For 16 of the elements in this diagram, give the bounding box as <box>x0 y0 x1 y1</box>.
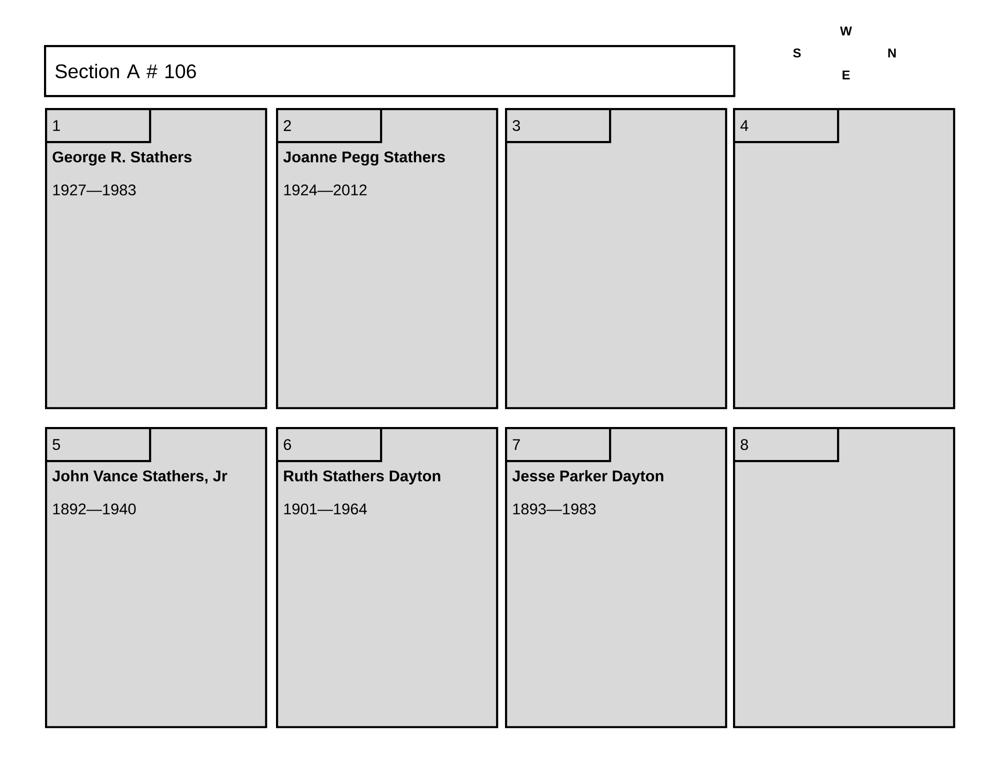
plot-number-tab: 1 <box>45 108 152 144</box>
compass-label: N <box>888 48 896 58</box>
compass-label: W <box>840 26 852 36</box>
plot-number-tab: 2 <box>276 108 382 144</box>
compass-label: S <box>793 48 801 58</box>
plot-number-tab: 8 <box>733 427 840 462</box>
plot-number-tab: 4 <box>733 108 840 144</box>
title-box: Section A # 106 <box>44 45 736 98</box>
empty-plot-box <box>733 108 956 410</box>
empty-plot-box <box>733 427 956 728</box>
compass-label: E <box>842 70 850 80</box>
plot-number-tab: 6 <box>276 427 382 462</box>
empty-plot-box <box>505 108 728 410</box>
plot-number-tab: 5 <box>45 427 152 462</box>
plot-number-tab: 3 <box>505 108 612 144</box>
plot-number-tab: 7 <box>505 427 612 462</box>
